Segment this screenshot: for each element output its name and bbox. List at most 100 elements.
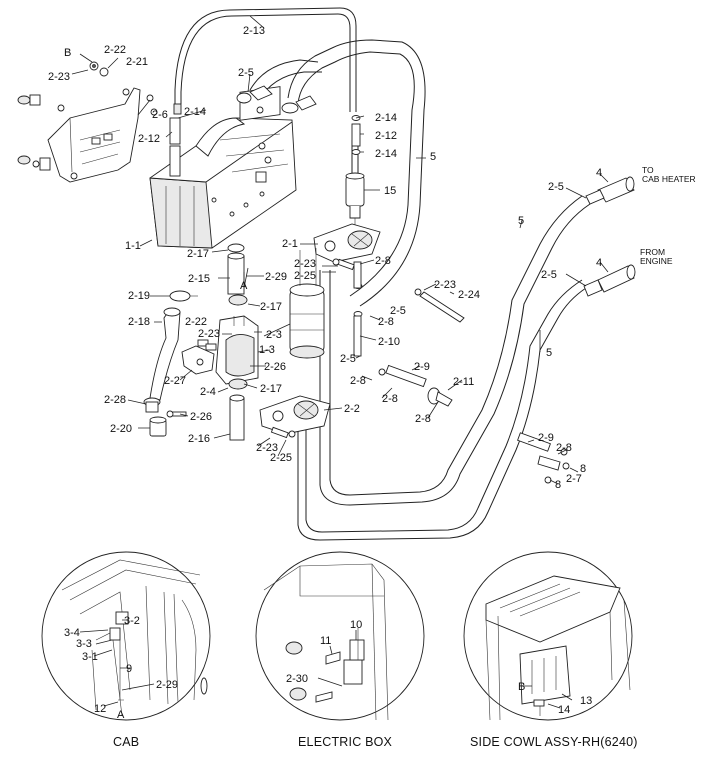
callout-4-a: 4 <box>596 167 602 179</box>
callout-1-3: 1-3 <box>259 344 275 356</box>
to-cab-heater-line2: CAB HEATER <box>642 174 696 184</box>
callout-2-5-e: 2-5 <box>541 269 557 281</box>
callout-2-17-b: 2-17 <box>260 301 282 313</box>
callout-5-c: 5 <box>546 347 552 359</box>
fuel-tank-1-3 <box>215 315 259 385</box>
vibration-mount-parts <box>17 61 158 171</box>
callout-2-6: 2-6 <box>152 109 168 121</box>
callout-2-7: 2-7 <box>566 473 582 485</box>
callout-1-1: 1-1 <box>125 240 141 252</box>
callout-2-2: 2-2 <box>344 403 360 415</box>
clamp-2-19 <box>169 290 198 302</box>
callout-2-4: 2-4 <box>200 386 216 398</box>
fitting-2-28 <box>143 397 161 413</box>
callout-2-8: 2-8 <box>375 255 391 267</box>
callout-2-8-c: 2-8 <box>350 375 366 387</box>
callout-5-a: 5 <box>430 151 436 163</box>
hose-2-13-thin <box>174 7 357 112</box>
heater-left-pipes <box>169 103 182 177</box>
callout-2-28: 2-28 <box>104 394 126 406</box>
cab-label-3-1: 3-1 <box>82 651 98 663</box>
callout-2-8-f: 2-8 <box>556 442 572 454</box>
clamp-2-1 <box>313 223 381 263</box>
callout-2-15: 2-15 <box>188 273 210 285</box>
callout-2-12: 2-12 <box>138 133 160 145</box>
from-engine-line2: ENGINE <box>640 256 673 266</box>
filter-15 <box>345 172 365 232</box>
fuel-pump-2-3 <box>289 248 325 359</box>
callout-a: A <box>240 280 248 292</box>
callout-2-22: 2-22 <box>104 44 126 56</box>
ebox-label-2-30: 2-30 <box>286 673 308 685</box>
callout-2-22-b: 2-22 <box>185 316 207 328</box>
ebox-label-11: 11 <box>320 635 331 647</box>
callout-2-8-e: 2-8 <box>415 413 431 425</box>
callout-2-13: 2-13 <box>243 25 265 37</box>
callout-8-a: 8 <box>580 463 586 475</box>
callout-2-8-d: 2-8 <box>382 393 398 405</box>
hose-clamp-2-5-top <box>236 85 317 114</box>
hose-5-long-return <box>297 195 591 541</box>
callout-2-11: 2-11 <box>453 376 474 388</box>
detail-electric-box: 11 10 2-30 <box>255 551 425 721</box>
screw-2-26 <box>166 410 187 418</box>
caption-cab: CAB <box>113 735 139 749</box>
cab-label-12: 12 <box>94 703 106 715</box>
callout-2-20: 2-20 <box>110 423 132 435</box>
callout-2-23-b: 2-23 <box>294 258 316 270</box>
hose-2-18 <box>149 307 181 401</box>
callout-2-5: 2-5 <box>238 67 254 79</box>
cowl-label-13: 13 <box>580 695 592 707</box>
heater-unit-1-1 <box>149 86 297 249</box>
detail-side-cowl: B 13 14 <box>463 551 633 721</box>
sleeve-4-top <box>585 176 635 205</box>
callout-2-23-d: 2-23 <box>256 442 278 454</box>
callout-labels: B 2-22 2-21 2-23 2-6 2-12 2-14 2-13 2-5 … <box>48 25 696 491</box>
cab-label-3-3: 3-3 <box>76 638 92 650</box>
callout-2-26-b: 2-26 <box>190 411 212 423</box>
callout-2-23-e: 2-23 <box>434 279 456 291</box>
callout-2-14-c: 2-14 <box>375 148 397 160</box>
cab-label-3-4: 3-4 <box>64 627 80 639</box>
callout-2-5-d: 2-5 <box>548 181 564 193</box>
rod-2-24 <box>414 288 465 323</box>
callout-2-24: 2-24 <box>458 289 480 301</box>
tube-2-10 <box>353 261 363 357</box>
bolts-2-23-2-25 <box>270 258 355 439</box>
callout-2-19: 2-19 <box>128 290 150 302</box>
callout-b: B <box>64 47 71 59</box>
callout-2-12-b: 2-12 <box>375 130 397 142</box>
callout-2-14-b: 2-14 <box>375 112 397 124</box>
cab-label-3-2: 3-2 <box>124 615 140 627</box>
callout-2-23-c: 2-23 <box>198 328 220 340</box>
callout-2-10: 2-10 <box>378 336 400 348</box>
callout-2-16: 2-16 <box>188 433 210 445</box>
callout-2-17-c: 2-17 <box>260 383 282 395</box>
clamp-2-2 <box>259 395 331 435</box>
callout-5-b: 5 <box>518 215 524 227</box>
caption-side-cowl: SIDE COWL ASSY-RH(6240) <box>470 735 638 749</box>
callout-2-27: 2-27 <box>164 375 186 387</box>
callout-2-26: 2-26 <box>264 361 286 373</box>
tube-2-15 <box>227 243 248 306</box>
callout-2-21: 2-21 <box>126 56 148 68</box>
callout-2-1: 2-1 <box>282 238 298 250</box>
callout-2-8-b: 2-8 <box>378 316 394 328</box>
callout-2-5-c: 2-5 <box>340 353 356 365</box>
cab-label-9: 9 <box>126 663 132 675</box>
callout-2-9: 2-9 <box>414 361 430 373</box>
callout-2-14: 2-14 <box>184 106 206 118</box>
fitting-2-9-2-11 <box>378 364 453 407</box>
from-engine-line1: FROM <box>640 247 665 257</box>
callout-2-23: 2-23 <box>48 71 70 83</box>
bracket-2-22-2-27 <box>181 339 217 375</box>
detail-cab: 3-4 3-2 3-3 3-1 9 2-29 12 A <box>41 551 211 721</box>
mounting-bracket-2-6 <box>47 87 141 183</box>
caption-electric-box: ELECTRIC BOX <box>298 735 393 749</box>
tube-2-16 <box>228 378 248 441</box>
callout-15: 15 <box>384 185 396 197</box>
callout-2-25-b: 2-25 <box>270 452 292 464</box>
callout-2-3: 2-3 <box>266 329 282 341</box>
callout-2-5-b: 2-5 <box>390 305 406 317</box>
